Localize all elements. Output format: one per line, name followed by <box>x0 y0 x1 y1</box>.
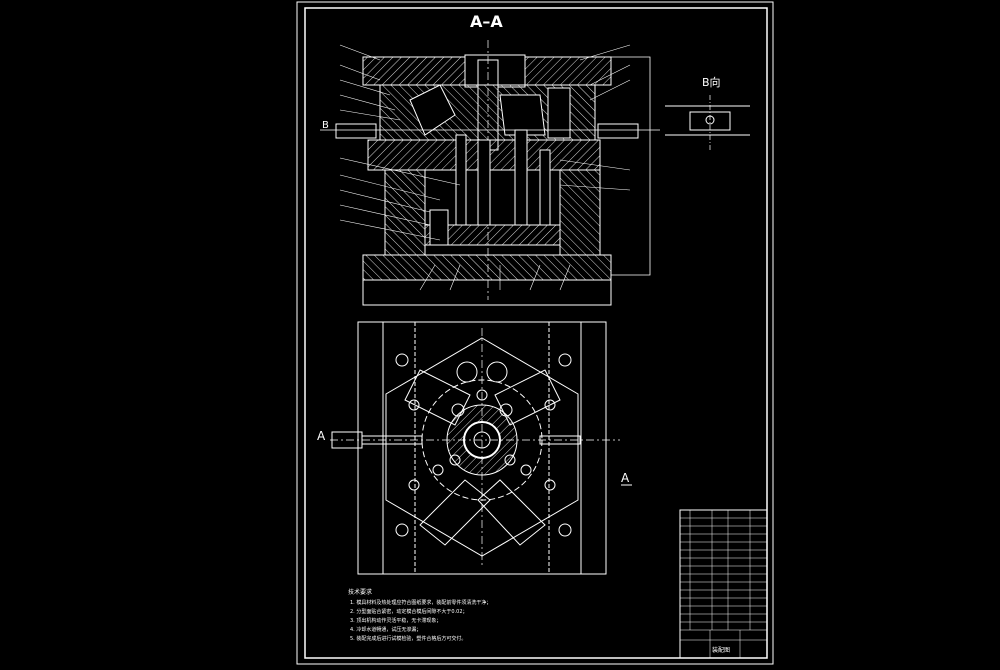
view-b-title: B向 <box>702 75 721 89</box>
note-line: 3. 顶出机构动作灵活平稳，无卡滞现象； <box>350 617 441 624</box>
guide-bolt-right <box>597 123 639 139</box>
sheet-outer-border <box>296 1 774 665</box>
ejector-plate <box>424 224 561 246</box>
section-title: A–A <box>470 12 503 31</box>
plan-view: A A <box>317 321 632 575</box>
drawing-name: 装配图 <box>712 646 730 654</box>
bottom-clamp-plate <box>362 254 612 281</box>
note-line: 4. 冷却水道畅通，试压无渗漏； <box>350 626 421 633</box>
marker-b-left: B <box>322 120 329 131</box>
view-b-detail: B向 <box>665 75 750 150</box>
technical-notes: 技术要求 1. 模具材料及热处理应符合图纸要求，装配前零件须清洗干净； 2. 分… <box>348 588 491 642</box>
marker-a-left: A <box>317 429 326 443</box>
sheet-inner-border <box>304 7 768 659</box>
note-line: 1. 模具材料及热处理应符合图纸要求，装配前零件须清洗干净； <box>350 599 491 606</box>
marker-a-right: A <box>621 471 630 485</box>
spacer-block-left <box>384 169 426 256</box>
section-view-a-a: A–A B <box>320 12 660 306</box>
note-line: 2. 分型面贴合紧密，动定模合模后间隙不大于0.02； <box>350 608 468 615</box>
guide-bolt-left <box>335 123 377 139</box>
note-line: 5. 装配完成后进行试模检验，塑件合格后方可交付。 <box>350 635 466 642</box>
notes-heading: 技术要求 <box>348 588 372 596</box>
title-block: 装配图 <box>679 509 768 659</box>
spacer-block-right <box>559 169 601 256</box>
